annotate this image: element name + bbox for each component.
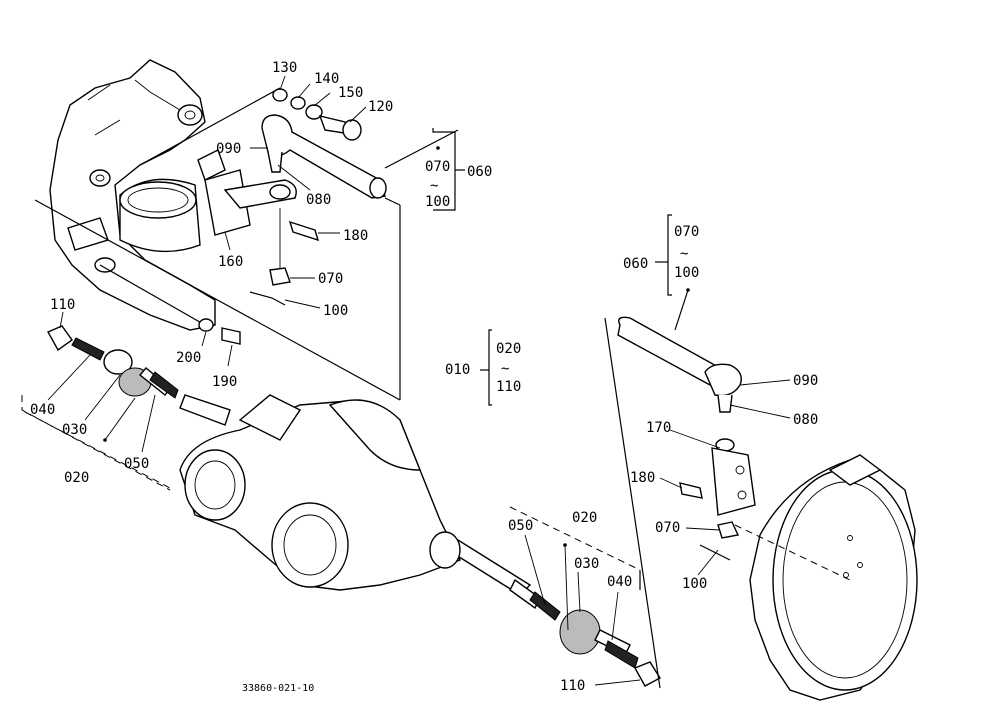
label-170: 170: [646, 420, 671, 436]
label-050-left: 050: [124, 456, 149, 472]
label-030-right: 030: [574, 556, 599, 572]
label-050-right: 050: [508, 518, 533, 534]
bracket-160: [204, 169, 251, 236]
washer-200: [198, 318, 214, 332]
nut-110-right: [634, 661, 661, 687]
label-080-right: 080: [793, 412, 818, 428]
upper-housing: [49, 59, 216, 331]
label-130: 130: [272, 60, 297, 76]
label-120: 120: [368, 99, 393, 115]
right-axle-assembly: [529, 591, 661, 687]
label-090-upper: 090: [216, 141, 241, 157]
upper-arm-assembly: [34, 87, 401, 401]
bolt-180-right: [679, 482, 703, 499]
tie-rod-end-090-right: [704, 363, 742, 397]
label-010: 010: [445, 362, 470, 378]
label-040-right: 040: [607, 574, 632, 590]
group-bracket-lines: [21, 128, 689, 689]
label-040-left: 040: [30, 402, 55, 418]
label-080-upper: 080: [306, 192, 331, 208]
label-020-right: 020: [572, 510, 597, 526]
label-180-right: 180: [630, 470, 655, 486]
plug-190: [221, 327, 241, 345]
label-100-upper-group: 100: [425, 194, 450, 210]
tilde-right: ~: [680, 246, 688, 262]
label-150: 150: [338, 85, 363, 101]
label-190: 190: [212, 374, 237, 390]
label-140: 140: [314, 71, 339, 87]
right-tie-rod-assembly: [617, 316, 756, 561]
label-100-upper: 100: [323, 303, 348, 319]
label-100-right: 100: [682, 576, 707, 592]
tilde-center: ~: [501, 361, 509, 377]
nut-110: [47, 325, 73, 352]
leader-lines: [47, 75, 791, 686]
tilde-upper: ~: [430, 178, 438, 194]
nut-070-right: [717, 521, 740, 539]
label-110-center: 110: [496, 379, 521, 395]
label-180-upper: 180: [343, 228, 368, 244]
left-axle-assembly: [47, 318, 241, 426]
bolt-180: [288, 220, 320, 242]
label-070-upper-group: 070: [425, 159, 450, 175]
label-110-right: 110: [560, 678, 585, 694]
label-060-right: 060: [623, 256, 648, 272]
washer-150: [305, 104, 323, 120]
label-200: 200: [176, 350, 201, 366]
reference-code: 33860-021-10: [242, 683, 314, 694]
label-030-left: 030: [62, 422, 87, 438]
label-100-right-group: 100: [674, 265, 699, 281]
label-160: 160: [218, 254, 243, 270]
label-070-upper: 070: [318, 271, 343, 287]
label-070-right: 070: [655, 520, 680, 536]
part-labels: 130 140 150 120 090 080 070 100 060 180 …: [30, 60, 818, 694]
nut-070: [269, 267, 291, 286]
label-090-right: 090: [793, 373, 818, 389]
label-070-right-group: 070: [674, 224, 699, 240]
label-020-left: 020: [64, 470, 89, 486]
bracket-170: [711, 447, 756, 516]
marker-dots: [103, 146, 690, 547]
center-axle-housing: [179, 394, 541, 610]
label-020-center: 020: [496, 341, 521, 357]
washer-140: [290, 96, 306, 110]
right-wheel-housing: [734, 454, 918, 701]
label-060-upper: 060: [467, 164, 492, 180]
label-110-left: 110: [50, 297, 75, 313]
